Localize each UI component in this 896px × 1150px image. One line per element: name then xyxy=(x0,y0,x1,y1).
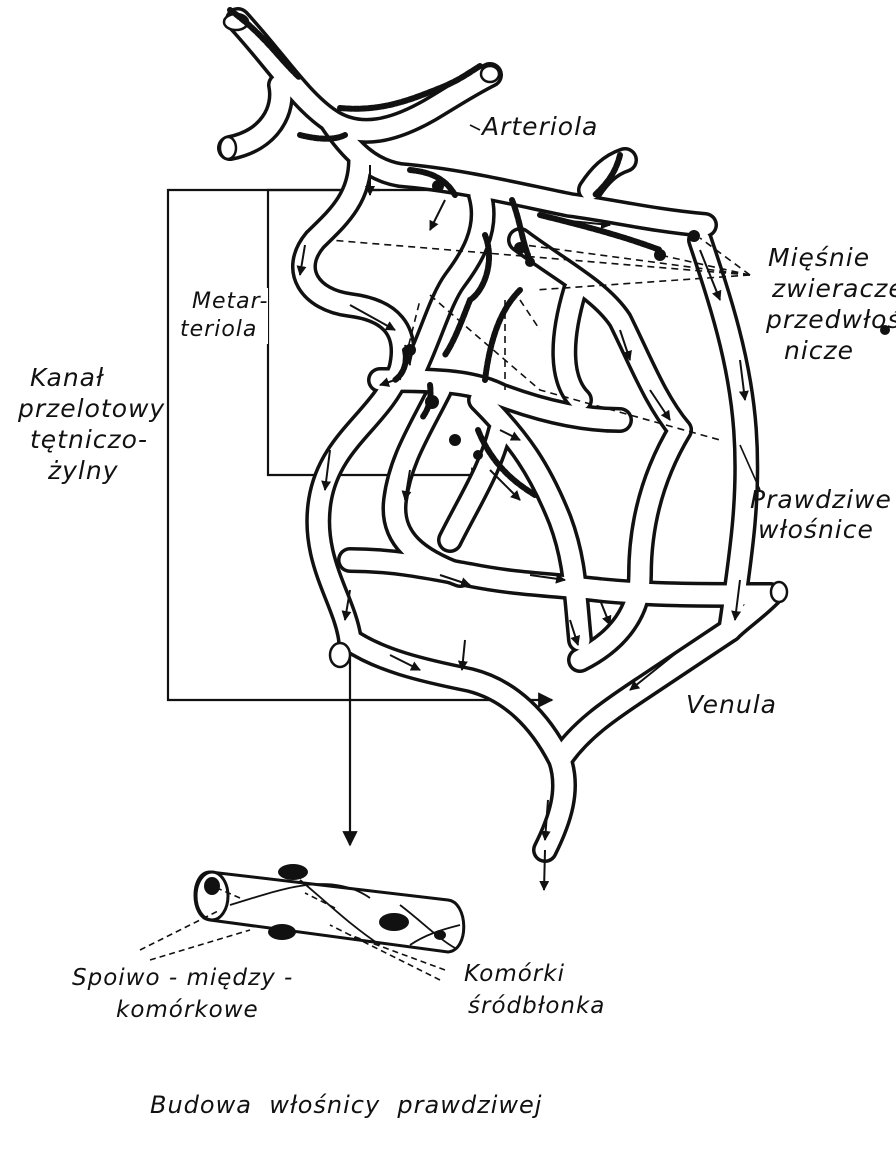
label-prawdziwe-line1: Prawdziwe xyxy=(750,485,892,515)
label-kanal-line2: przelotowy xyxy=(18,393,165,424)
label-miesnie-line3: przedwłoś- xyxy=(760,304,896,335)
label-komorki-line2: śródbłonka xyxy=(460,990,605,1022)
caption-text: Budowa włośnicy prawdziwej xyxy=(150,1090,542,1120)
label-metarteriola: Metar- teriola xyxy=(180,288,268,344)
label-arteriola: Arteriola xyxy=(482,112,598,142)
arteriole-end-right xyxy=(481,66,499,82)
label-kanal-line1: Kanał xyxy=(18,362,165,393)
label-prawdziwe-line2: włośnice xyxy=(750,515,892,545)
arteriole-end-left xyxy=(220,137,236,159)
venule-end-right xyxy=(771,582,787,602)
label-kanal-line3: tętniczo- xyxy=(18,424,165,455)
label-miesnie-line1: Mięśnie xyxy=(760,242,896,273)
label-komorki-line1: Komórki xyxy=(460,958,605,990)
label-komorki-srodblonka: Komórki śródbłonka xyxy=(460,958,605,1022)
label-venula: Venula xyxy=(686,690,777,720)
label-arteriola-text: Arteriola xyxy=(482,112,598,142)
label-miesnie-zwieracze: Mięśnie zwieracze przedwłoś- nicze xyxy=(760,242,896,366)
label-spoiwo-miedzykomorkowe: Spoiwo - między - komórkowe xyxy=(72,962,293,1026)
label-spoiwo-line2: komórkowe xyxy=(72,994,293,1026)
label-miesnie-line2: zwieracze xyxy=(760,273,896,304)
flow-arrows xyxy=(300,165,745,890)
label-metarteriola-line2: teriola xyxy=(180,316,268,344)
label-spoiwo-line1: Spoiwo - między - xyxy=(72,962,293,994)
label-kanal-line4: żylny xyxy=(18,455,165,486)
label-miesnie-line4: nicze xyxy=(760,335,896,366)
label-prawdziwe-wlosnice: Prawdziwe włośnice xyxy=(750,485,892,545)
label-kanal-przelotowy: Kanał przelotowy tętniczo- żylny xyxy=(18,362,165,486)
label-metarteriola-line1: Metar- xyxy=(180,288,268,316)
vessel-end-left xyxy=(330,643,350,667)
caption: Budowa włośnicy prawdziwej xyxy=(150,1030,542,1150)
label-venula-text: Venula xyxy=(686,690,777,720)
